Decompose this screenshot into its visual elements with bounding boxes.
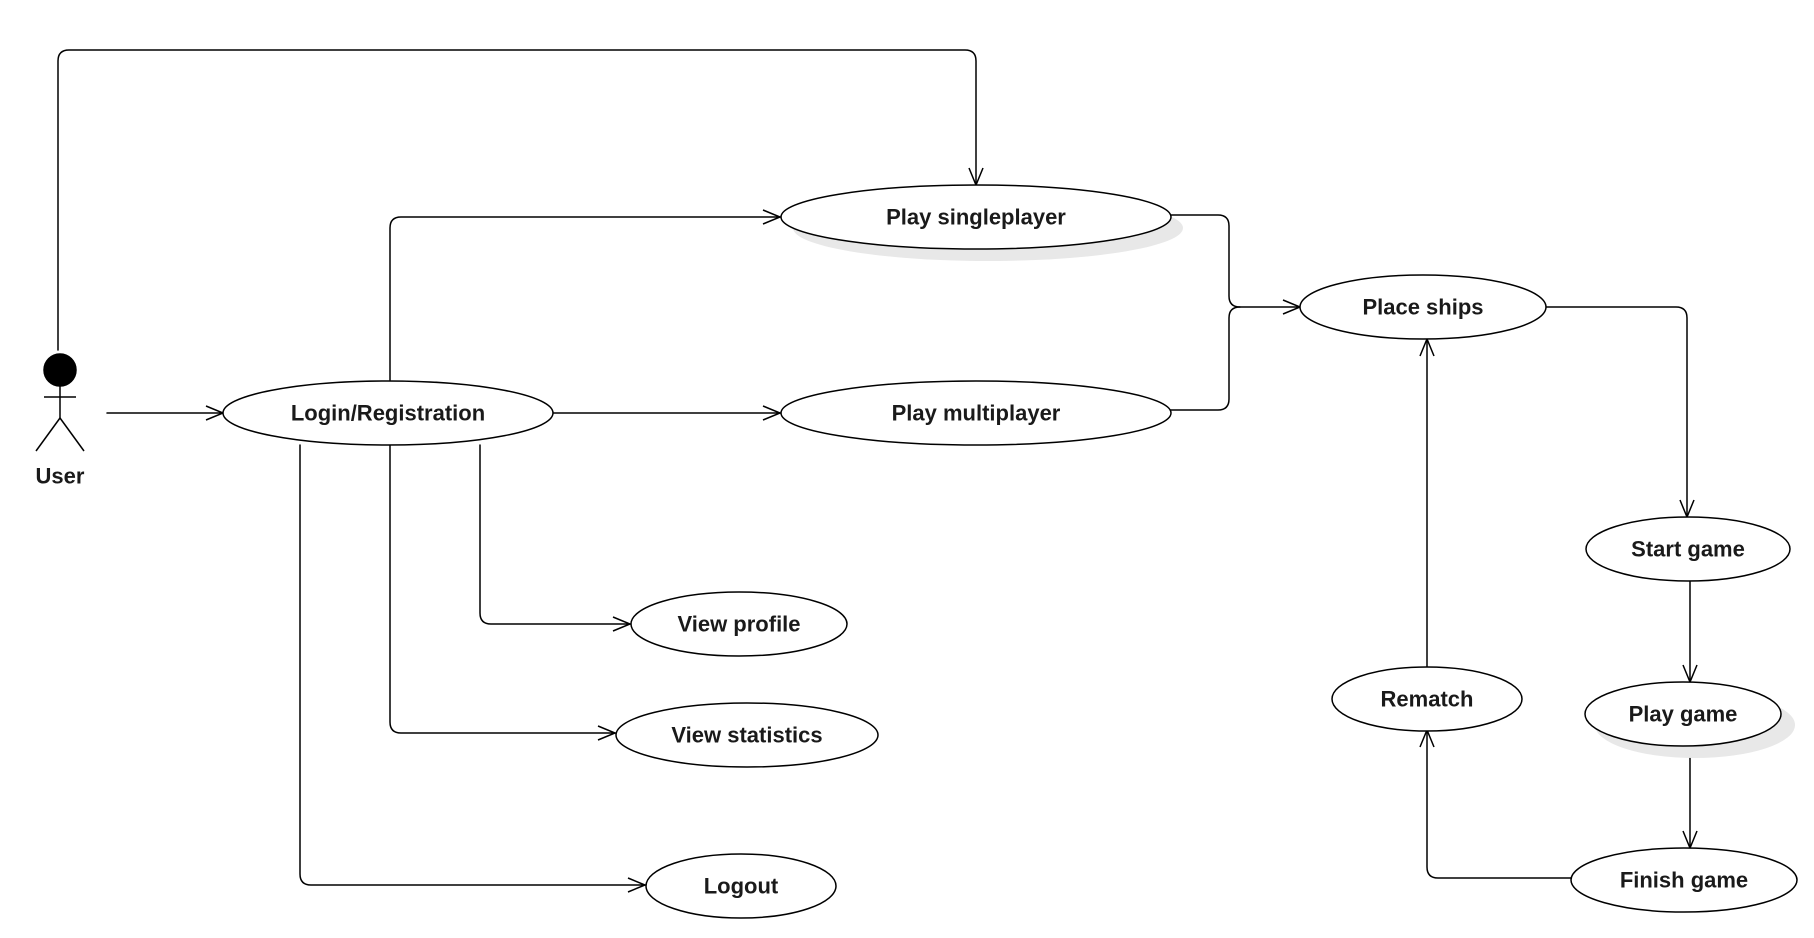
- use-case-label: Play singleplayer: [886, 205, 1066, 230]
- use-case-label: Play multiplayer: [892, 401, 1061, 426]
- actor-left-leg: [35, 417, 61, 452]
- use-case-label: Rematch: [1381, 687, 1474, 712]
- use-case-login-registration[interactable]: Login/Registration: [222, 380, 554, 446]
- edge-login-to-play-singleplayer: [389, 216, 781, 381]
- arrowhead-view-statistics: [597, 725, 617, 741]
- use-case-logout[interactable]: Logout: [645, 853, 837, 919]
- edge-login-to-logout: [299, 444, 646, 886]
- use-case-view-statistics[interactable]: View statistics: [615, 702, 879, 768]
- use-case-label: View statistics: [671, 723, 822, 748]
- arrowhead-logout: [627, 877, 647, 893]
- edge-play-multiplayer-to-place-ships: [1169, 306, 1241, 411]
- use-case-label: Start game: [1631, 537, 1745, 562]
- use-case-place-ships[interactable]: Place ships: [1299, 274, 1547, 340]
- actor-user[interactable]: User: [35, 353, 85, 489]
- arrowhead-play-singleplayer-left: [762, 209, 782, 225]
- edge-login-to-view-statistics: [389, 444, 616, 734]
- use-case-label: Login/Registration: [291, 401, 485, 426]
- edge-finish-game-to-rematch: [1426, 729, 1573, 879]
- edge-place-ships-to-start-game: [1545, 306, 1688, 518]
- actor-label: User: [36, 464, 85, 489]
- arrowhead-play-multiplayer: [762, 405, 782, 421]
- use-case-play-multiplayer[interactable]: Play multiplayer: [780, 380, 1172, 446]
- use-case-label: Place ships: [1362, 295, 1483, 320]
- use-case-finish-game[interactable]: Finish game: [1570, 847, 1798, 913]
- edge-login-to-view-profile: [479, 444, 631, 625]
- use-case-label: Finish game: [1620, 868, 1748, 893]
- arrowhead-view-profile: [612, 616, 632, 632]
- use-case-play-game[interactable]: Play game: [1584, 681, 1795, 758]
- edge-play-singleplayer-to-place-ships: [1169, 214, 1301, 308]
- use-case-label: Logout: [704, 874, 779, 899]
- use-case-label: View profile: [677, 612, 800, 637]
- actor-right-leg: [59, 417, 85, 452]
- use-case-view-profile[interactable]: View profile: [630, 591, 848, 657]
- edge-user-to-play-singleplayer: [57, 49, 977, 351]
- use-case-label: Play game: [1629, 702, 1738, 727]
- use-case-rematch[interactable]: Rematch: [1331, 666, 1523, 732]
- actor-head-icon: [43, 353, 77, 387]
- use-case-play-singleplayer[interactable]: Play singleplayer: [780, 184, 1183, 261]
- use-case-start-game[interactable]: Start game: [1585, 516, 1791, 582]
